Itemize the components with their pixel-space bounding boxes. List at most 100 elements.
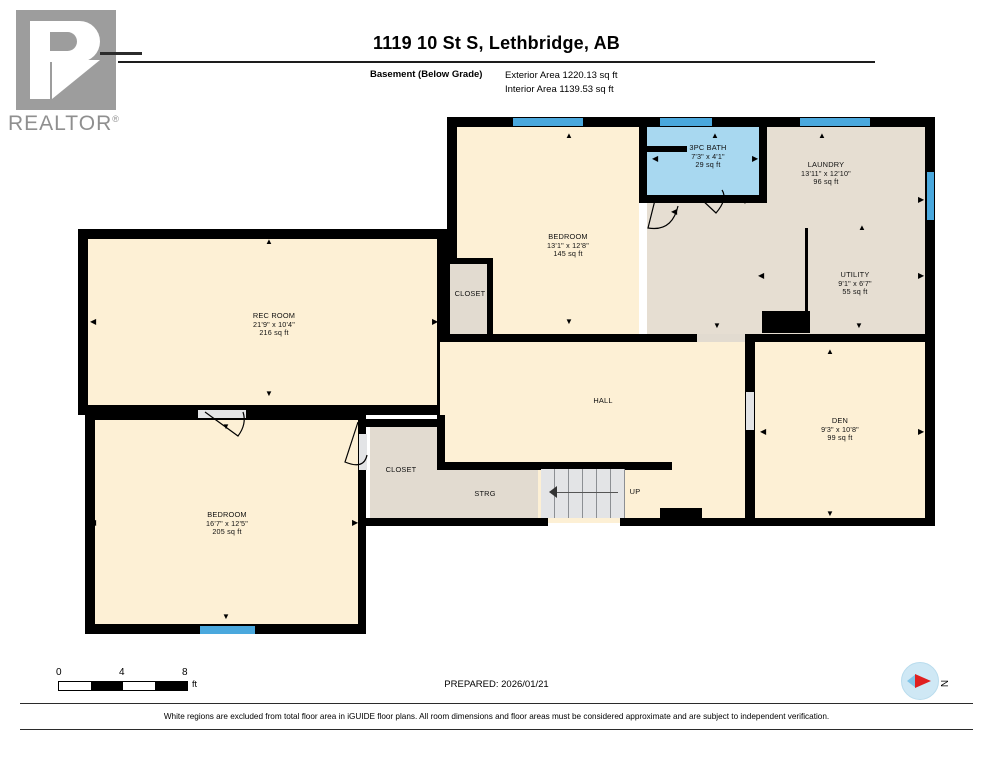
realtor-word-text: REALTOR xyxy=(8,112,113,135)
stairs-direction-line xyxy=(554,492,618,493)
room-area: 55 sq ft xyxy=(842,287,868,297)
scale-bar xyxy=(58,681,188,691)
prepared-date: PREPARED: 2026/01/21 xyxy=(444,679,549,690)
dim-arrow: ▲ xyxy=(565,131,573,140)
wall-rec-top xyxy=(78,229,447,239)
dim-arrow: ▶ xyxy=(432,317,439,326)
wall-hall-left xyxy=(437,415,445,473)
dim-arrow: ▲ xyxy=(826,347,834,356)
room-fill-closet-upper xyxy=(450,262,490,334)
room-label-laundry: LAUNDRY 13'11" x 12'10" 96 sq ft xyxy=(766,160,886,187)
room-label-closet-upper: CLOSET xyxy=(440,289,500,299)
wall-utility-block xyxy=(762,311,810,333)
room-name: BEDROOM xyxy=(548,232,588,241)
dim-arrow: ◀ xyxy=(90,518,97,527)
dim-arrow: ▼ xyxy=(826,509,834,518)
compass-rose xyxy=(901,662,939,700)
dim-arrow: ◀ xyxy=(450,231,457,240)
window-bottom-bedroom xyxy=(200,626,255,634)
wall-upper-bottom-right xyxy=(745,334,935,342)
room-area: 216 sq ft xyxy=(259,328,289,338)
dim-arrow: ▶ xyxy=(918,427,925,436)
realtor-logo: REALTOR® xyxy=(8,8,130,136)
room-area: 29 sq ft xyxy=(695,160,721,170)
room-dims: 13'11" x 12'10" xyxy=(801,168,851,178)
dim-arrow: ▼ xyxy=(222,422,230,431)
wall-bath-fixture xyxy=(647,146,687,152)
dim-arrow: ▼ xyxy=(713,321,721,330)
room-dims: 16'7" x 12'5" xyxy=(205,518,249,528)
room-fill-hall xyxy=(440,342,745,473)
room-name: 3PC BATH xyxy=(689,143,727,152)
room-name: DEN xyxy=(831,416,849,425)
room-dims: 9'3" x 10'8" xyxy=(821,424,859,434)
wall-bed-lower-right xyxy=(358,410,366,634)
window-top-bedroom xyxy=(513,118,583,126)
dim-arrow: ◀ xyxy=(90,317,97,326)
dim-arrow: ▼ xyxy=(222,612,230,621)
scale-tick-0: 0 xyxy=(56,667,62,678)
compass-tail xyxy=(907,674,916,688)
scale-seg-1 xyxy=(59,682,91,690)
interior-area-label: Interior Area 1139.53 sq ft xyxy=(505,84,614,95)
room-name: LAUNDRY xyxy=(807,160,845,169)
logo-divider-rule xyxy=(100,52,142,55)
room-fill-laundry-ext xyxy=(647,203,767,334)
door-bed-lower-closet xyxy=(359,434,367,470)
room-name: REC ROOM xyxy=(252,311,296,320)
room-label-closet-lower: CLOSET xyxy=(371,465,431,475)
dim-arrow: ▶ xyxy=(918,271,925,280)
wall-closet-upper-right xyxy=(487,258,493,336)
room-name: UTILITY xyxy=(840,270,870,279)
room-label-3pc-bath: 3PC BATH 7'3" x 4'1" 29 sq ft xyxy=(648,143,768,170)
dim-arrow: ▲ xyxy=(858,223,866,232)
room-fill-strg xyxy=(370,470,538,520)
dim-arrow: ◀ xyxy=(760,427,767,436)
dim-arrow: ▼ xyxy=(565,317,573,326)
wall-closet-upper-top xyxy=(447,258,493,264)
wall-bath-right xyxy=(759,117,767,203)
door-bed-lower-rec xyxy=(198,410,246,418)
room-dims: 13'1" x 12'8" xyxy=(546,240,590,250)
dim-arrow: ◀ xyxy=(652,154,659,163)
wall-bath-left xyxy=(639,117,647,199)
compass-label-n: N xyxy=(938,679,950,688)
room-fill-rec xyxy=(88,239,440,405)
wall-strg-top xyxy=(437,462,537,470)
dim-arrow: ▲ xyxy=(711,131,719,140)
wall-upper-left xyxy=(447,117,457,339)
room-fill-laundry-utility xyxy=(767,127,925,334)
scale-seg-3 xyxy=(123,682,155,690)
room-dims: 9'1" x 6'7" xyxy=(838,278,872,288)
room-fill-den xyxy=(755,342,925,518)
room-area: 145 sq ft xyxy=(553,249,583,259)
wall-hall-top-edge xyxy=(437,462,672,470)
threshold-laundry-hall xyxy=(697,334,745,342)
scale-seg-2 xyxy=(91,682,123,690)
room-fill-bath xyxy=(647,127,767,195)
dim-arrow: ▼ xyxy=(741,197,749,206)
window-top-bath xyxy=(660,118,712,126)
room-area: 99 sq ft xyxy=(827,433,853,443)
room-name: UP xyxy=(629,487,641,496)
window-top-laundry xyxy=(800,118,870,126)
floor-level-label: Basement (Below Grade) xyxy=(370,69,483,80)
room-label-bedroom-lower: BEDROOM 16'7" x 12'5" 205 sq ft xyxy=(167,510,287,537)
room-label-utility: UTILITY 9'1" x 6'7" 55 sq ft xyxy=(795,270,915,297)
scale-tick-4: 4 xyxy=(119,667,125,678)
room-name: CLOSET xyxy=(385,465,417,474)
dim-arrow: ▶ xyxy=(752,154,759,163)
wall-bed-lower-left xyxy=(85,410,95,632)
room-label-den: DEN 9'3" x 10'8" 99 sq ft xyxy=(780,416,900,443)
dim-arrow: ▼ xyxy=(265,389,273,398)
room-area: 96 sq ft xyxy=(813,177,839,187)
disclaimer-text: White regions are excluded from total fl… xyxy=(163,712,830,721)
page-title: 1119 10 St S, Lethbridge, AB xyxy=(372,33,621,53)
dim-arrow: ▶ xyxy=(352,518,359,527)
room-label-bedroom-upper: BEDROOM 13'1" x 12'8" 145 sq ft xyxy=(508,232,628,259)
room-label-hall: HALL xyxy=(563,396,643,406)
room-name: CLOSET xyxy=(454,289,486,298)
wall-hall-bottom-block xyxy=(660,508,702,524)
room-fill-bedroom-lower xyxy=(95,420,359,626)
